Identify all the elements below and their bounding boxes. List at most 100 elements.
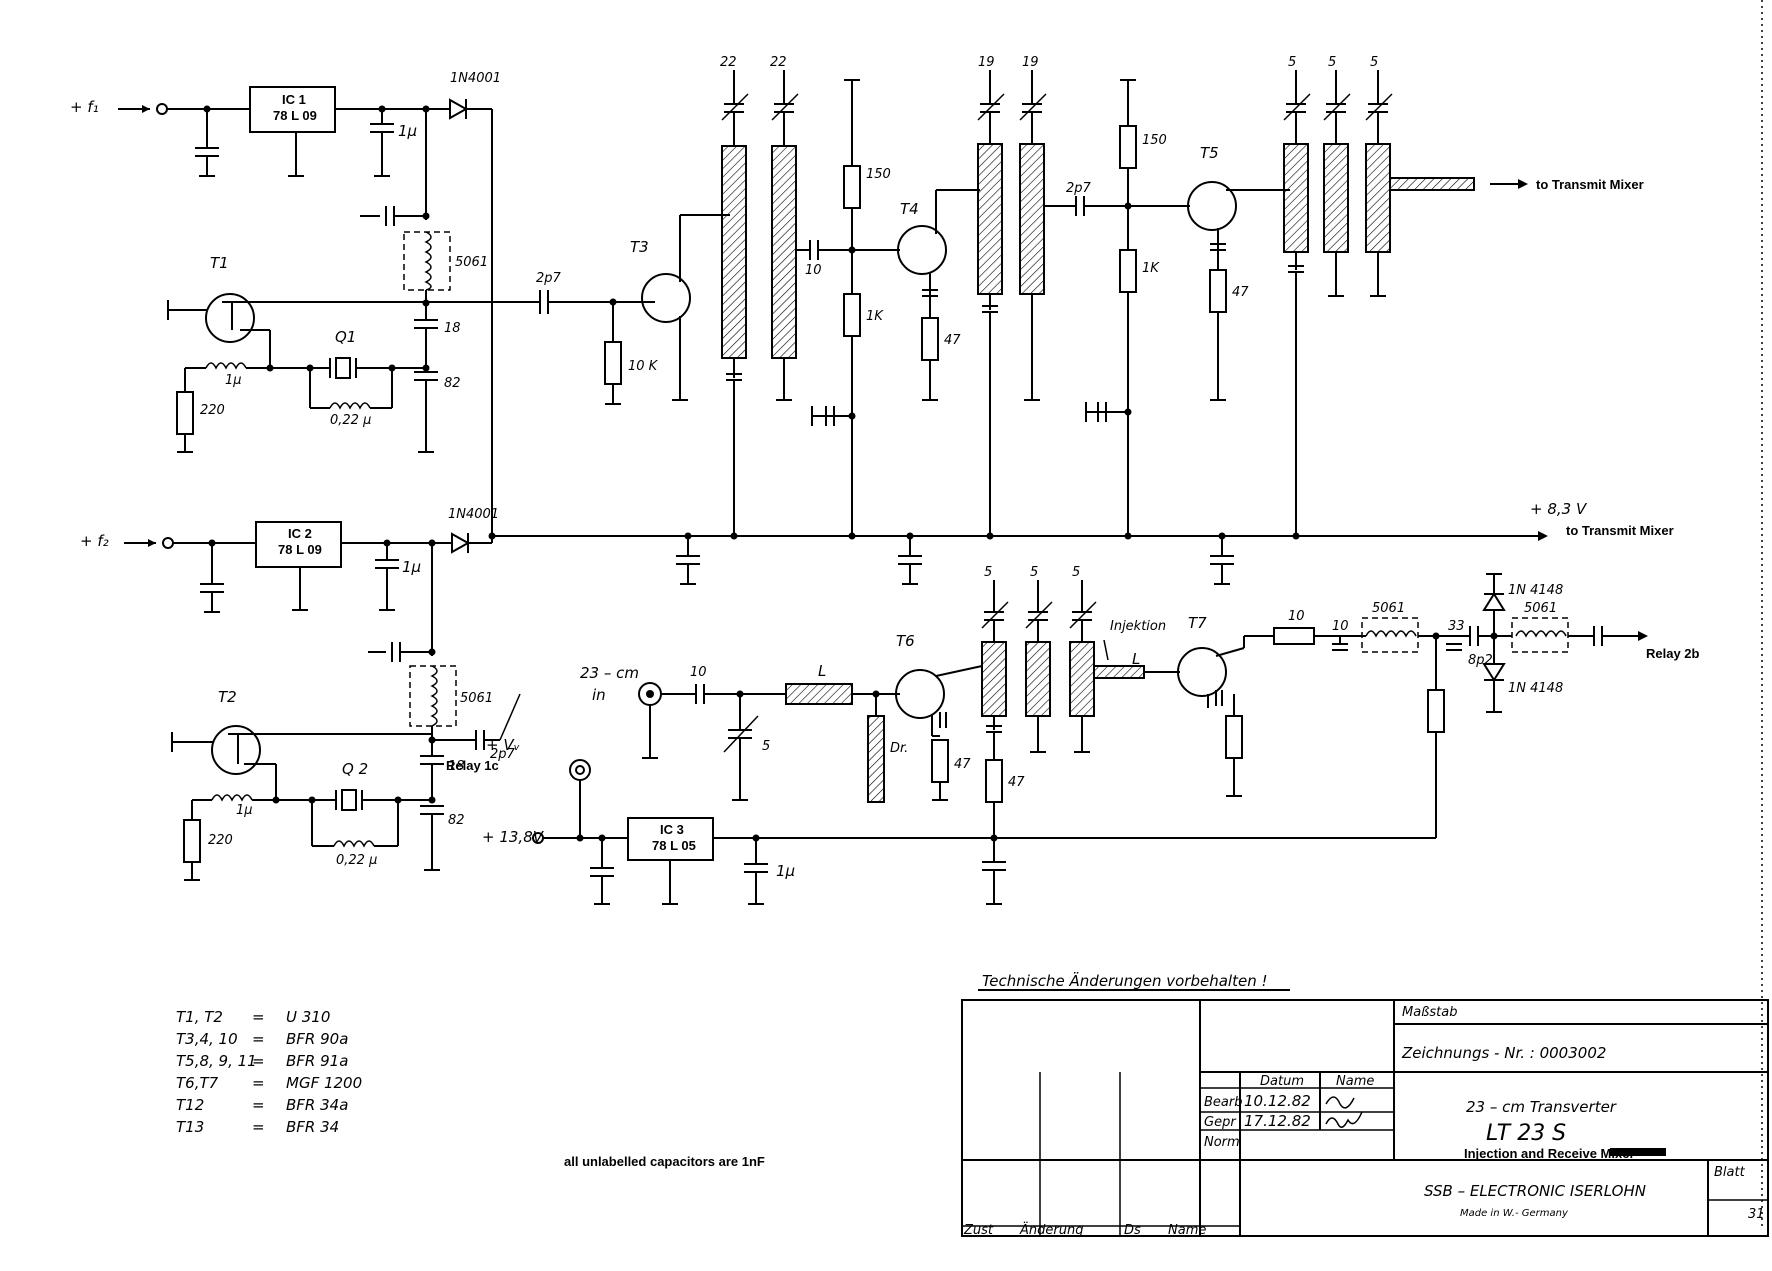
tb-company: SSB – ELECTRONIC ISERLOHN [1424,1182,1646,1200]
r-10k: 10 K [628,359,659,374]
f1-supply: + f₁ IC 1 78 L 09 1μ 1N4001 [70,71,659,540]
stripline-8 [981,641,1007,717]
tr-22-b: 22 [770,55,787,70]
t1-label: T1 [210,254,229,272]
diode-1n4001-bottom [451,532,471,554]
stripline-L-in [785,683,853,705]
in-label: in [592,686,606,704]
legend-v-4: BFR 34a [286,1096,348,1114]
r-220-bot: 220 [208,833,233,848]
choke-5061-t7 [1361,617,1419,653]
r-150-b: 150 [1142,133,1167,148]
f2-supply: + f₂ IC 2 78 L 09 1μ 1N4001 [80,507,521,881]
l-L-inj: L [1132,650,1140,668]
q1-label: Q1 [335,328,356,346]
d2-label: 1N4001 [448,507,499,522]
c-18-top: 18 [444,321,461,336]
t3-stage: T3 22 22 10 15 [630,55,900,540]
stripline-9 [1025,641,1051,717]
svg-text:=: = [252,1052,265,1070]
tb-gepr-date: 17.12.82 [1244,1112,1311,1130]
legend-k-2: T5,8, 9, 11 [176,1052,257,1070]
choke-dr [867,715,885,803]
tb-gepr: Gepr [1204,1115,1237,1130]
choke-5061-label: 5061 [455,255,488,270]
ic1-name: IC 1 [282,92,306,107]
f2-label: + f₂ [80,532,109,550]
c-82-bot: 82 [448,813,465,828]
svg-text:=: = [252,1096,265,1114]
t2-label: T2 [218,688,237,706]
ic2-box [255,521,342,568]
v138-label: + 13,8V [482,828,545,846]
r-47-rx: 47 [1008,775,1025,790]
svg-text:=: = [252,1118,265,1136]
c-10-rx: 10 [690,665,707,680]
d3-label: 1N 4148 [1508,583,1563,598]
output-tx-mixer-2: to Transmit Mixer [1566,523,1674,538]
choke-5061-mid-label: 5061 [460,691,493,706]
legend-note: all unlabelled capacitors are 1nF [564,1154,765,1169]
tb-massstab: Maßstab [1402,1005,1457,1020]
t4-label: T4 [900,200,919,218]
r-47-t4: 47 [944,333,961,348]
ic1-part: 78 L 09 [273,108,317,123]
r-1k-a: 1K [866,309,884,324]
c-2p7-top: 2p7 [536,271,562,286]
stripline-7 [1365,143,1391,253]
tr-5-rx-b: 5 [1030,565,1038,580]
f1-label: + f₁ [70,98,99,116]
legend-k-0: T1, T2 [176,1008,223,1026]
t6-label: T6 [896,632,915,650]
r-1k-b: 1K [1142,261,1160,276]
tb-blatt: Blatt [1714,1165,1746,1180]
rail-83v: + 8,3 V to Transmit Mixer [488,500,1674,585]
legend-k-1: T3,4, 10 [176,1030,238,1048]
crystal-q2 [341,789,357,811]
l-L-in: L [818,662,826,680]
transistor-t7 [1177,647,1227,697]
tr-5-rx-c: 5 [1072,565,1080,580]
c-18-bot: 18 [448,759,465,774]
tr-5-b: 5 [1328,55,1336,70]
stripline-1 [721,145,747,359]
connector-vv [569,759,591,781]
svg-text:=: = [252,1074,265,1092]
l-022-bot: 0,22 μ [336,853,377,868]
c-1u-ic3: 1μ [776,862,795,880]
svg-text:=: = [252,1030,265,1048]
relay-2b-label: Relay 2b [1646,646,1700,661]
q2-label: Q 2 [342,760,368,778]
tb-heading: Technische Änderungen vorbehalten ! [982,971,1268,990]
tb-zeichnung: Zeichnungs - Nr. : 0003002 [1401,1044,1606,1062]
t7-label: T7 [1188,614,1207,632]
c-33: 33 [1448,619,1465,634]
tb-title1: 23 – cm Transverter [1466,1098,1617,1116]
legend-v-3: MGF 1200 [286,1074,362,1092]
title-block: Technische Änderungen vorbehalten ! Maßs… [961,971,1769,1238]
tb-bearb-date: 10.12.82 [1244,1092,1311,1110]
ic1-box [249,86,336,133]
t5-label: T5 [1200,144,1219,162]
tr-22-a: 22 [720,55,737,70]
legend-k-5: T13 [176,1118,204,1136]
svg-text:=: = [252,1008,265,1026]
ic2-part: 78 L 09 [278,542,322,557]
vv-label: + Vᵥ [486,736,520,754]
choke-5061-out [1511,617,1569,653]
tr-5-a: 5 [1288,55,1296,70]
transistor-t3 [641,273,691,323]
c-2p7-relay: 2p7 [490,747,516,762]
dr-label: Dr. [890,741,908,756]
legend-v-2: BFR 91a [286,1052,348,1070]
c-1u-f2: 1μ [402,558,421,576]
t4-stage: T4 47 19 19 2p7 [897,55,1190,540]
l-022-top: 0,22 μ [330,413,371,428]
receive-section: 23 – cm in 10 5 L Dr. T6 47 [580,565,1700,838]
tb-datum: Datum [1260,1074,1304,1089]
d4-label: 1N 4148 [1508,681,1563,696]
tb-name2: Name [1168,1223,1206,1238]
l-1u-bot: 1μ [236,803,253,818]
r-220-top: 220 [200,403,225,418]
